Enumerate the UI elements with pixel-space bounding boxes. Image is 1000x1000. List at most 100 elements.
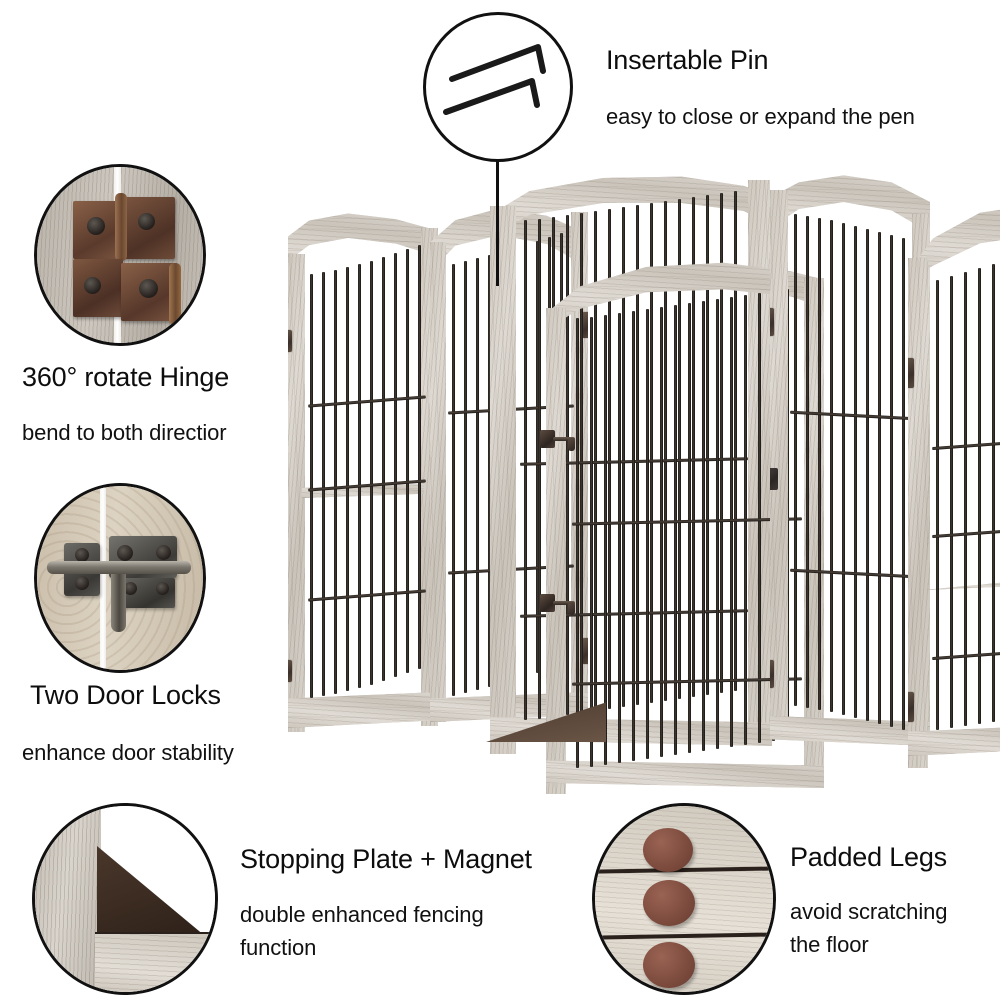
rotate-hinge-title: 360° rotate Hinge xyxy=(22,362,230,392)
padded-legs-title: Padded Legs xyxy=(790,842,947,872)
door-locks-subtitle: enhance door stability xyxy=(22,740,234,765)
gate-bar xyxy=(688,303,691,753)
panel-1-left-stile xyxy=(288,254,305,732)
hinge-screw xyxy=(138,213,155,230)
lock-screw xyxy=(156,582,169,595)
gate-bar xyxy=(818,218,821,710)
panel-2-hinge-top xyxy=(582,312,588,338)
panel-4-bottom-rail xyxy=(546,760,824,788)
gate-bar xyxy=(702,301,705,751)
panel-3-arch xyxy=(490,176,772,238)
stopping-plate-magnet-lower xyxy=(770,468,778,490)
hinge-screw xyxy=(139,279,158,298)
gate-bar xyxy=(806,216,809,708)
gate-bar xyxy=(608,209,611,709)
lock-screw xyxy=(117,545,133,561)
gate-bar xyxy=(406,249,409,673)
gate-bar xyxy=(538,219,541,719)
gate-bar xyxy=(890,235,893,727)
gate-bar xyxy=(636,205,639,705)
gate-bar xyxy=(950,276,953,728)
gate-panel-1 xyxy=(288,212,438,732)
gate-bar xyxy=(830,220,833,712)
gate-bar xyxy=(310,274,313,698)
gate-bar xyxy=(536,241,539,673)
stopping-plate-subtitle-line2: function xyxy=(240,935,317,960)
gate-bar xyxy=(346,267,349,691)
gate-bar xyxy=(692,197,695,697)
gate-panel-5 xyxy=(770,168,930,754)
gate-bar xyxy=(604,315,607,765)
panel-1-bottom-rail xyxy=(288,692,438,728)
gate-bar xyxy=(394,253,397,677)
gate-bar xyxy=(720,193,723,693)
panel-6-corner-hinge-low xyxy=(908,692,914,722)
callout-insertable-pin-icon xyxy=(423,12,573,162)
gate-bar xyxy=(576,318,579,768)
hex-key-pin-icon xyxy=(443,44,546,115)
lock-screw xyxy=(124,582,137,595)
gate-bar xyxy=(866,229,869,721)
gate-bar xyxy=(452,264,455,696)
gate-bar xyxy=(382,257,385,681)
stopping-plate-subtitle-line1: double enhanced fencing xyxy=(240,902,484,927)
leg-pad-2 xyxy=(643,880,695,926)
gate-bar xyxy=(716,299,719,749)
gate-bar xyxy=(632,311,635,761)
gate-bar xyxy=(664,201,667,701)
gate-bar xyxy=(488,255,491,687)
gate-bar xyxy=(842,223,845,715)
gate-bar xyxy=(734,191,737,691)
panel-3-left-post xyxy=(490,206,516,754)
gate-bar xyxy=(622,207,625,707)
gate-bar xyxy=(964,272,967,726)
panel-5-hinge-bottom xyxy=(770,660,774,688)
panel-5-hinge-top xyxy=(770,308,774,336)
padded-legs-subtitle-line1: avoid scratching xyxy=(790,899,948,924)
gate-bar xyxy=(992,264,995,722)
gate-bar xyxy=(476,258,479,690)
gate-bar xyxy=(566,215,569,715)
panel-5-left-stile xyxy=(770,190,788,730)
panel-6-corner-hinge xyxy=(908,358,914,388)
panel-2-hinge-bottom xyxy=(582,638,588,664)
gate-panel-6 xyxy=(908,200,1000,780)
callout-padded-legs-icon xyxy=(592,803,776,995)
gate-bar xyxy=(854,226,857,718)
door-lock-upper xyxy=(540,426,580,454)
product-image-folding-pet-gate xyxy=(280,160,1000,800)
insertable-pin-leader-line xyxy=(496,160,499,286)
gate-panel-3 xyxy=(476,160,772,760)
lock-screw xyxy=(75,576,89,590)
hinge-screw xyxy=(87,217,105,235)
gate-bar xyxy=(590,317,593,767)
stopping-plate-title: Stopping Plate + Magnet xyxy=(240,844,532,874)
panel-2-right-stile xyxy=(571,212,588,724)
gate-bar xyxy=(524,220,527,720)
leg-pad-1 xyxy=(643,828,693,872)
gate-bar xyxy=(646,309,649,759)
gate-bar xyxy=(878,232,881,724)
gate-bar xyxy=(936,280,939,730)
gate-bar xyxy=(978,268,981,724)
gate-bar xyxy=(618,313,621,763)
panel-1-hinge-top xyxy=(288,330,292,352)
gate-bar xyxy=(660,307,663,757)
gate-bar xyxy=(322,272,325,696)
panel-1-hinge-bottom xyxy=(288,660,292,682)
gate-bar xyxy=(902,238,905,730)
panel-4-left-stile xyxy=(546,308,566,794)
panel-5-bottom-rail xyxy=(770,716,930,746)
panel-2-left-stile xyxy=(430,242,446,722)
door-locks-title: Two Door Locks xyxy=(30,680,221,710)
lock-screw xyxy=(156,545,171,560)
lock-screw xyxy=(75,548,89,562)
padded-legs-subtitle-line2: the floor xyxy=(790,932,869,957)
gate-bar xyxy=(706,195,709,695)
door-lock-lower xyxy=(540,590,580,618)
gate-bar xyxy=(464,261,467,693)
insertable-pin-subtitle: easy to close or expand the pen xyxy=(606,104,915,129)
insertable-pin-title: Insertable Pin xyxy=(606,45,769,75)
callout-stopping-plate-icon xyxy=(32,803,218,995)
